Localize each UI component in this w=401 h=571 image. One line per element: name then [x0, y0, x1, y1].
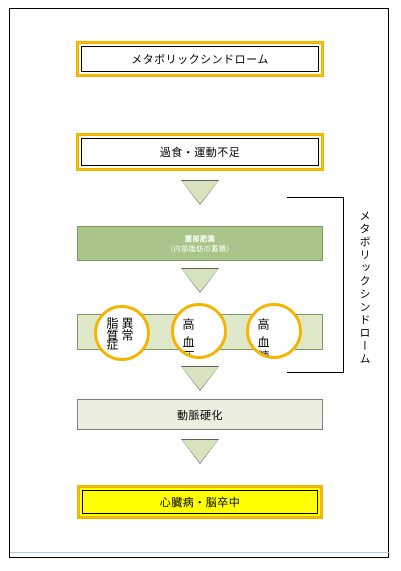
- circle-hyperglycemia: 高血 糖: [246, 303, 302, 359]
- metabolic-syndrome-bracket: [287, 197, 344, 373]
- obesity-box-line1: 腹部肥満: [185, 234, 215, 243]
- abdominal-obesity-box: 腹部肥満 （内部脂肪の蓄積）: [77, 226, 323, 261]
- circle-dyslipidemia: 脂質 異常 症: [94, 305, 150, 361]
- dyslipidemia-col3: 症: [105, 338, 119, 350]
- outcome-box-text: 心臓病・脳卒中: [159, 496, 241, 509]
- arteriosclerosis-text: 動脈硬化: [177, 408, 223, 422]
- dyslipidemia-col1: 脂質: [105, 317, 119, 341]
- metabolic-syndrome-title-box: メタボリックシンドローム: [76, 41, 324, 77]
- arteriosclerosis-box: 動脈硬化: [77, 399, 323, 430]
- obesity-box-line2: （内部脂肪の蓄積）: [166, 244, 234, 253]
- hyperglycemia-col2: 糖: [256, 350, 270, 359]
- circle-hypertension: 高血 圧: [171, 303, 227, 359]
- hyperglycemia-col1: 高血: [256, 318, 270, 354]
- hypertension-col2: 圧: [181, 350, 195, 359]
- title-box-text: メタボリックシンドローム: [131, 53, 269, 66]
- dyslipidemia-col2: 異常: [120, 317, 134, 341]
- hypertension-col1: 高血: [181, 318, 195, 354]
- cause-box: 過食・運動不足: [76, 133, 324, 171]
- heart-disease-stroke-box: 心臓病・脳卒中: [77, 485, 323, 519]
- cause-box-text: 過食・運動不足: [159, 146, 241, 159]
- bracket-label: メタボリックシンドローム: [358, 210, 371, 366]
- page-bottom-rule: [10, 552, 390, 553]
